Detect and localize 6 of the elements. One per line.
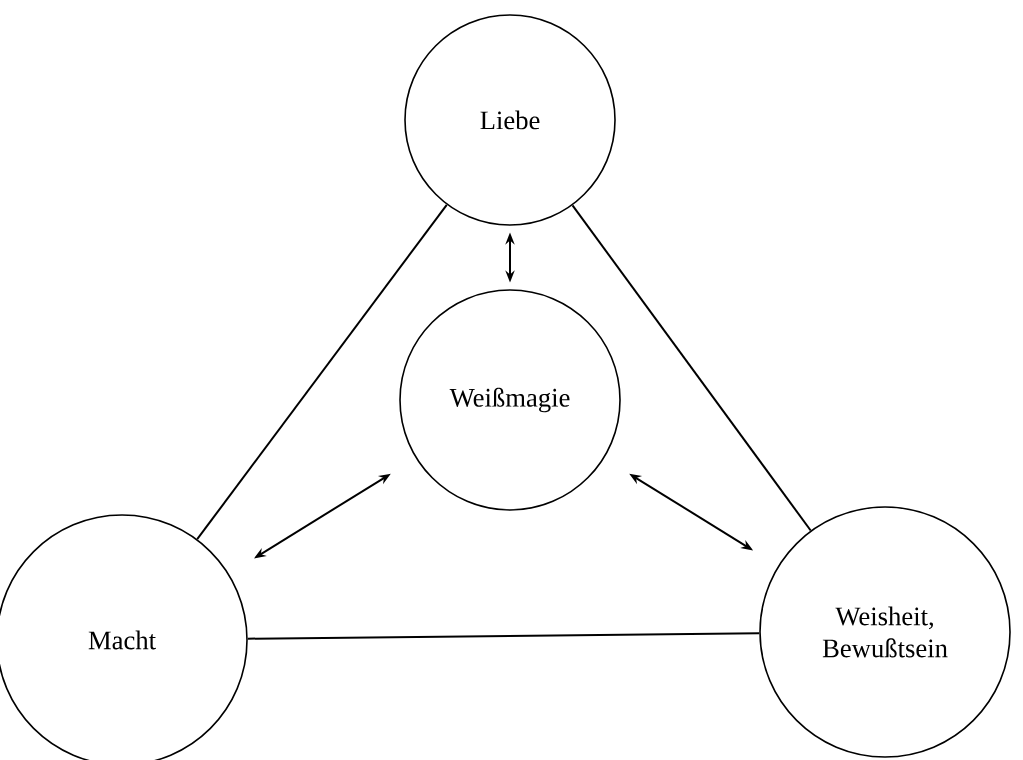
circle-node: Weisheit, Bewußtsein [759, 506, 1011, 758]
connector-line [571, 204, 812, 532]
circle-node: Weißmagie [399, 289, 621, 511]
connector-line [196, 203, 448, 541]
connector-line [246, 632, 761, 640]
circle-node: Liebe [404, 14, 616, 226]
